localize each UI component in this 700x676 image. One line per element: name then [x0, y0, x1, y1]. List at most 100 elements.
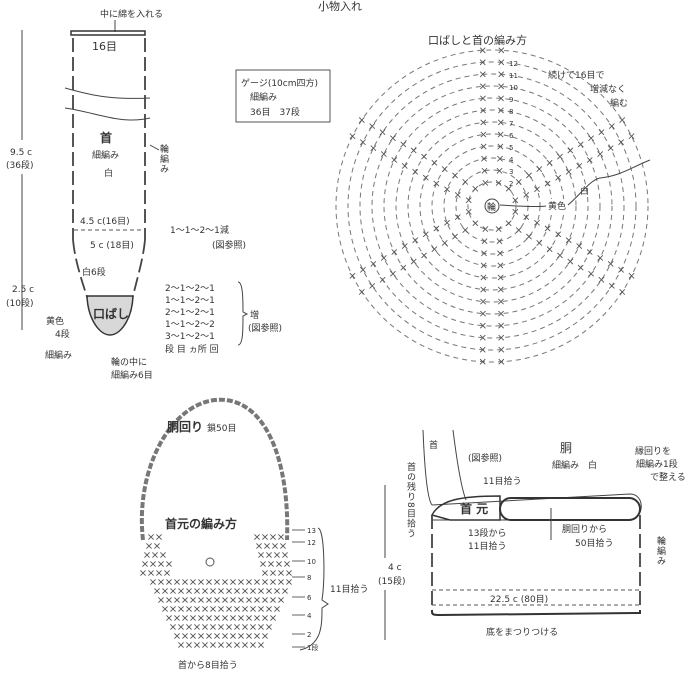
ring-note-2: 細編み6目 [111, 369, 153, 381]
single-crochet-mark [270, 579, 276, 585]
row-number: 4 [307, 612, 312, 620]
single-crochet-mark [174, 615, 180, 621]
increase-table: 2～1～2～1 1～1～2～1 2～1～2～1 1～1～2～2 3～1～2～1 … [165, 281, 282, 355]
single-crochet-mark [546, 159, 553, 166]
single-crochet-mark [480, 310, 486, 317]
single-crochet-mark [544, 225, 551, 232]
single-crochet-mark [536, 166, 543, 172]
single-crochet-mark [576, 243, 583, 249]
decrease-ref: (図参照) [212, 239, 246, 251]
single-crochet-mark [210, 588, 216, 594]
single-crochet-mark [274, 588, 280, 594]
single-crochet-mark [226, 606, 232, 612]
single-crochet-mark [465, 208, 472, 215]
single-crochet-mark [410, 147, 417, 154]
single-crochet-mark [498, 310, 504, 317]
single-crochet-mark [284, 561, 290, 567]
single-crochet-mark [567, 258, 574, 265]
single-crochet-mark [565, 237, 572, 244]
single-crochet-mark [246, 579, 252, 585]
single-crochet-mark [586, 157, 593, 163]
white-rows: 白6段 [82, 266, 106, 278]
single-crochet-mark [380, 151, 387, 157]
single-crochet-mark [369, 282, 376, 289]
single-crochet-mark [186, 606, 192, 612]
increase-brace [237, 281, 249, 346]
single-crochet-mark [479, 71, 486, 78]
single-crochet-mark [498, 59, 505, 66]
pick-11-label: 11目拾う [483, 475, 521, 487]
single-crochet-mark [214, 615, 220, 621]
single-crochet-mark [497, 143, 504, 150]
single-crochet-mark [258, 606, 264, 612]
increase-row: 2～1～2～1 [165, 284, 215, 294]
single-crochet-mark [160, 552, 166, 558]
lower-height: 2.5 c [12, 285, 34, 295]
neck-top-stitches: 16目 [92, 40, 117, 53]
beak-neck-chart-title: 口ばしと首の編み方 [428, 33, 527, 47]
single-crochet-mark [586, 249, 593, 255]
row-number: 2 [307, 631, 311, 639]
single-crochet-mark [523, 214, 530, 221]
neck-name: 首 [100, 130, 112, 145]
break-mark [64, 87, 151, 121]
body-bottom-label: 底をまつりつける [486, 626, 558, 638]
single-crochet-mark [480, 131, 487, 138]
chart-white-label: 白 [580, 185, 589, 197]
single-crochet-mark [174, 579, 180, 585]
neck-lines [422, 429, 467, 506]
from-body-2: 50目拾う [575, 537, 613, 549]
single-crochet-mark [186, 642, 192, 648]
single-crochet-mark [421, 252, 427, 259]
single-crochet-mark [276, 561, 282, 567]
single-crochet-mark [577, 264, 584, 271]
body-rows: (15段) [378, 575, 405, 587]
single-crochet-mark [480, 286, 487, 293]
round-knit-arrow [149, 144, 160, 151]
single-crochet-mark [250, 588, 256, 594]
single-crochet-mark [497, 155, 503, 162]
row-number: 10 [509, 84, 518, 92]
single-crochet-mark [379, 276, 386, 283]
magic-ring-mark [484, 198, 500, 214]
single-crochet-mark [202, 642, 208, 648]
single-crochet-mark [391, 249, 398, 255]
single-crochet-mark [512, 208, 519, 215]
increase-row: 1～1～2～1 [165, 296, 215, 306]
body-height-bg [376, 558, 410, 590]
ring-note-1: 輪の中に [111, 356, 147, 368]
single-crochet-mark [194, 588, 200, 594]
single-crochet-mark [618, 266, 625, 273]
single-crochet-mark [206, 633, 212, 639]
single-crochet-mark [186, 588, 192, 594]
single-crochet-mark [278, 597, 284, 603]
single-crochet-mark [479, 346, 486, 353]
single-crochet-mark [278, 570, 284, 576]
row-number: 2 [509, 180, 513, 188]
beak-neck-chart: 口ばしと首の編み方 続けて16目で 増減なく 編む 23456789101112… [335, 33, 651, 365]
round-ring [347, 61, 637, 351]
edge-note-1: 縁回りを [635, 445, 671, 457]
single-crochet-mark [555, 174, 562, 181]
single-crochet-mark [497, 274, 504, 281]
single-crochet-mark [234, 624, 240, 630]
single-crochet-mark [421, 153, 427, 160]
single-crochet-mark [198, 597, 204, 603]
single-crochet-mark [222, 579, 228, 585]
single-crochet-mark [515, 178, 522, 185]
single-crochet-mark [515, 227, 522, 234]
single-crochet-mark [210, 642, 216, 648]
body-name: 胴 [560, 441, 572, 455]
single-crochet-mark [480, 119, 487, 126]
yellow-rows: 4段 [55, 328, 70, 340]
single-crochet-mark [194, 606, 200, 612]
chart-yellow-label: 黄色 [548, 200, 566, 212]
single-crochet-mark [264, 543, 270, 549]
single-crochet-mark [202, 606, 208, 612]
single-crochet-mark [214, 597, 220, 603]
single-crochet-mark [158, 597, 164, 603]
gauge-values: 36目 37段 [250, 106, 300, 118]
single-crochet-mark [422, 231, 429, 238]
single-crochet-mark [607, 145, 614, 152]
